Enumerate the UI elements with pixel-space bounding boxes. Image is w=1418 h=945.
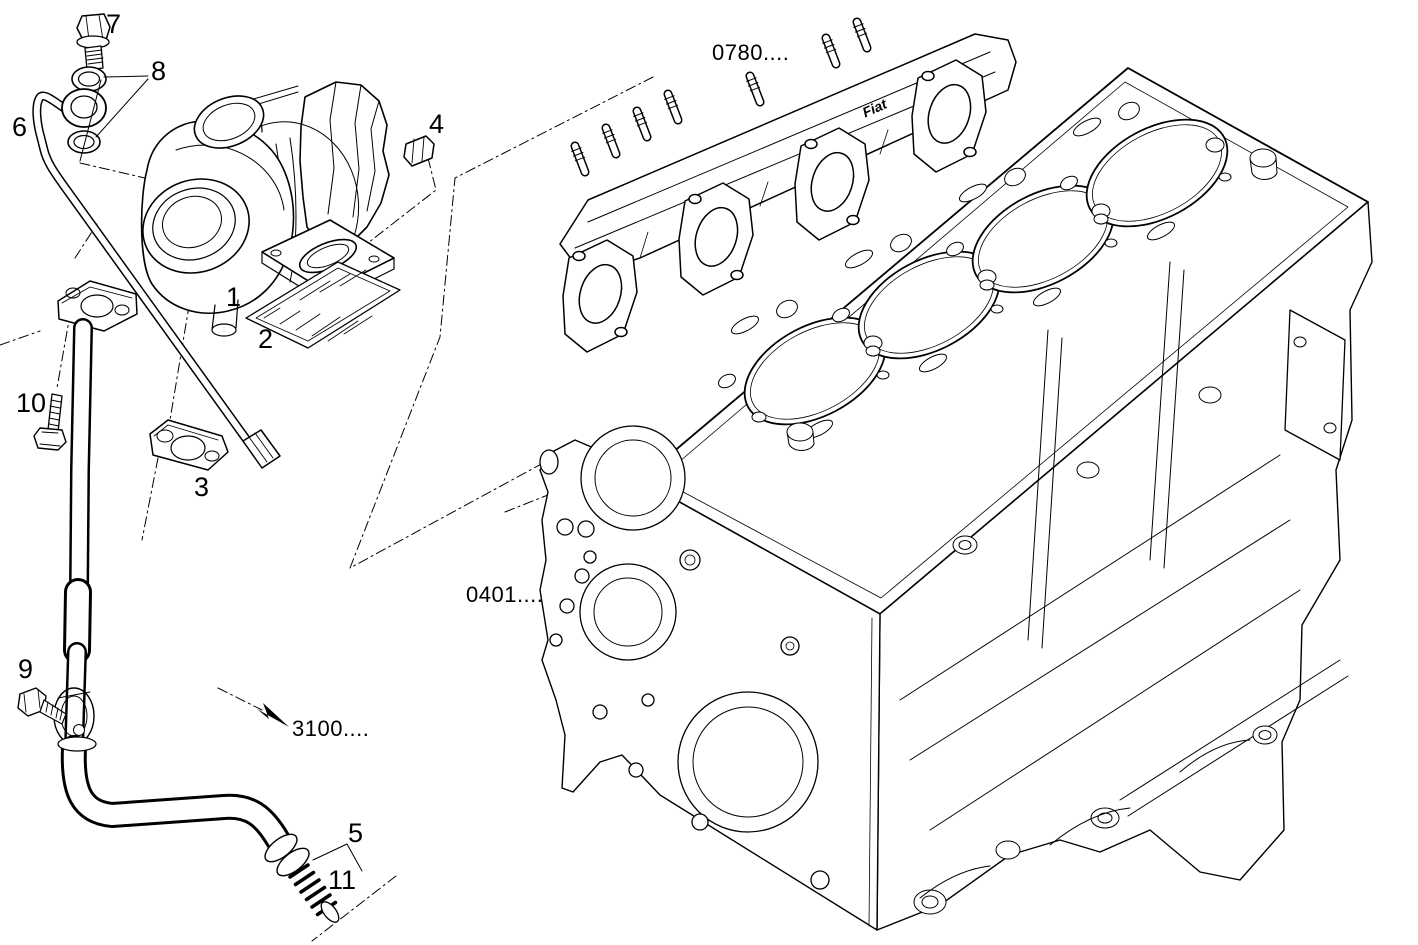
drain-hose [60, 735, 291, 853]
block-right-face [876, 201, 1373, 931]
washer-lower [67, 130, 101, 154]
callout-part-3: 3 [194, 472, 210, 502]
banjo-bolt [76, 13, 111, 71]
bolt-10 [33, 393, 67, 451]
reference-oil-line: 3100.... [292, 716, 370, 741]
deck-holes [718, 101, 1278, 452]
cylinder-bores [743, 118, 1229, 426]
callout-part-5: 5 [348, 818, 364, 848]
oil-feed-line [32, 13, 281, 469]
manifold-flange-4 [911, 59, 987, 173]
manifold-flange-2 [678, 182, 754, 296]
reference-engine-block: 0401.... [466, 582, 544, 607]
exhaust-manifold [559, 17, 1017, 353]
right-face-details [899, 261, 1349, 915]
callout-part-7: 7 [106, 9, 122, 39]
callout-part-10: 10 [16, 388, 47, 418]
manifold-studs [570, 17, 872, 177]
reference-manifold: 0780.... [712, 40, 790, 65]
drain-gasket [149, 419, 229, 471]
washer-upper [71, 66, 107, 92]
callout-part-2: 2 [258, 324, 274, 354]
callout-part-8: 8 [151, 56, 167, 86]
oil-port-plug [403, 135, 435, 167]
engine-block [539, 67, 1373, 931]
manifold-flange-3 [794, 127, 870, 241]
turbine-outlet-gasket [245, 261, 401, 349]
manifold-flange-1 [562, 239, 638, 353]
callout-part-9: 9 [18, 654, 34, 684]
turbine-housing [299, 81, 390, 249]
bolt-9 [17, 687, 67, 725]
banjo-eye [61, 88, 107, 128]
reference-arrow [257, 703, 289, 727]
front-face-details [539, 425, 830, 890]
callout-part-11: 11 [328, 865, 357, 895]
callout-part-6: 6 [12, 112, 28, 142]
oil-drain-line [17, 280, 340, 923]
callout-part-1: 1 [226, 282, 242, 312]
callout-part-4: 4 [429, 109, 445, 139]
leader-lines [79, 75, 363, 872]
drain-flange [57, 280, 138, 332]
